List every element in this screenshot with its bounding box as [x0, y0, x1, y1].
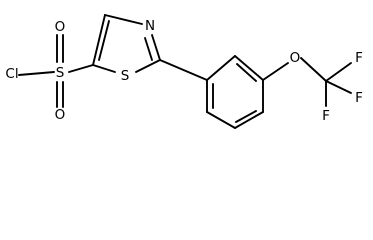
bond-ph-c5-c6 — [206, 111, 236, 129]
bond-s-c5 — [68, 64, 94, 73]
bond-c5-c4-inner — [98, 20, 110, 61]
bond-c-f-top — [325, 62, 352, 82]
bond-ph-c4-c5 — [234, 111, 264, 129]
bond-ph-c4-c5-inner — [235, 110, 257, 123]
bond-o-cf3 — [300, 57, 327, 82]
atom-f-bottom: F — [322, 108, 330, 124]
bond-ph-o — [262, 62, 289, 81]
bond-c4-n3 — [104, 14, 143, 25]
atom-s-sulfonyl: S — [56, 65, 65, 81]
atom-cl: Cl — [5, 66, 18, 82]
atom-f-right: F — [355, 90, 363, 106]
atom-o-top: O — [55, 19, 66, 35]
bonds — [18, 14, 352, 129]
bond-c5-c4 — [92, 14, 106, 66]
bond-c2-phenyl — [159, 59, 208, 81]
bond-c2-s1 — [135, 59, 161, 73]
atom-labels: Cl S O O N S O F F F — [5, 18, 362, 124]
atom-o-bottom: O — [55, 107, 66, 123]
bond-n3-c2 — [151, 34, 161, 61]
bond-ph-c2-c3 — [234, 55, 264, 81]
chemical-structure: Cl S O O N S O F F F — [5, 14, 363, 129]
bond-c-f-right — [325, 80, 352, 94]
bond-n3-c2-inner — [144, 37, 153, 61]
atom-n-ring: N — [145, 18, 155, 34]
bond-cl-s — [18, 71, 55, 76]
bond-ph-c1-c2 — [206, 55, 236, 81]
bond-ph-c2-c3-inner — [236, 63, 257, 82]
atom-f-top: F — [355, 50, 363, 66]
bond-s1-c5 — [92, 64, 116, 73]
atom-s-ring: S — [121, 68, 130, 84]
atom-o-ether: O — [290, 50, 301, 66]
